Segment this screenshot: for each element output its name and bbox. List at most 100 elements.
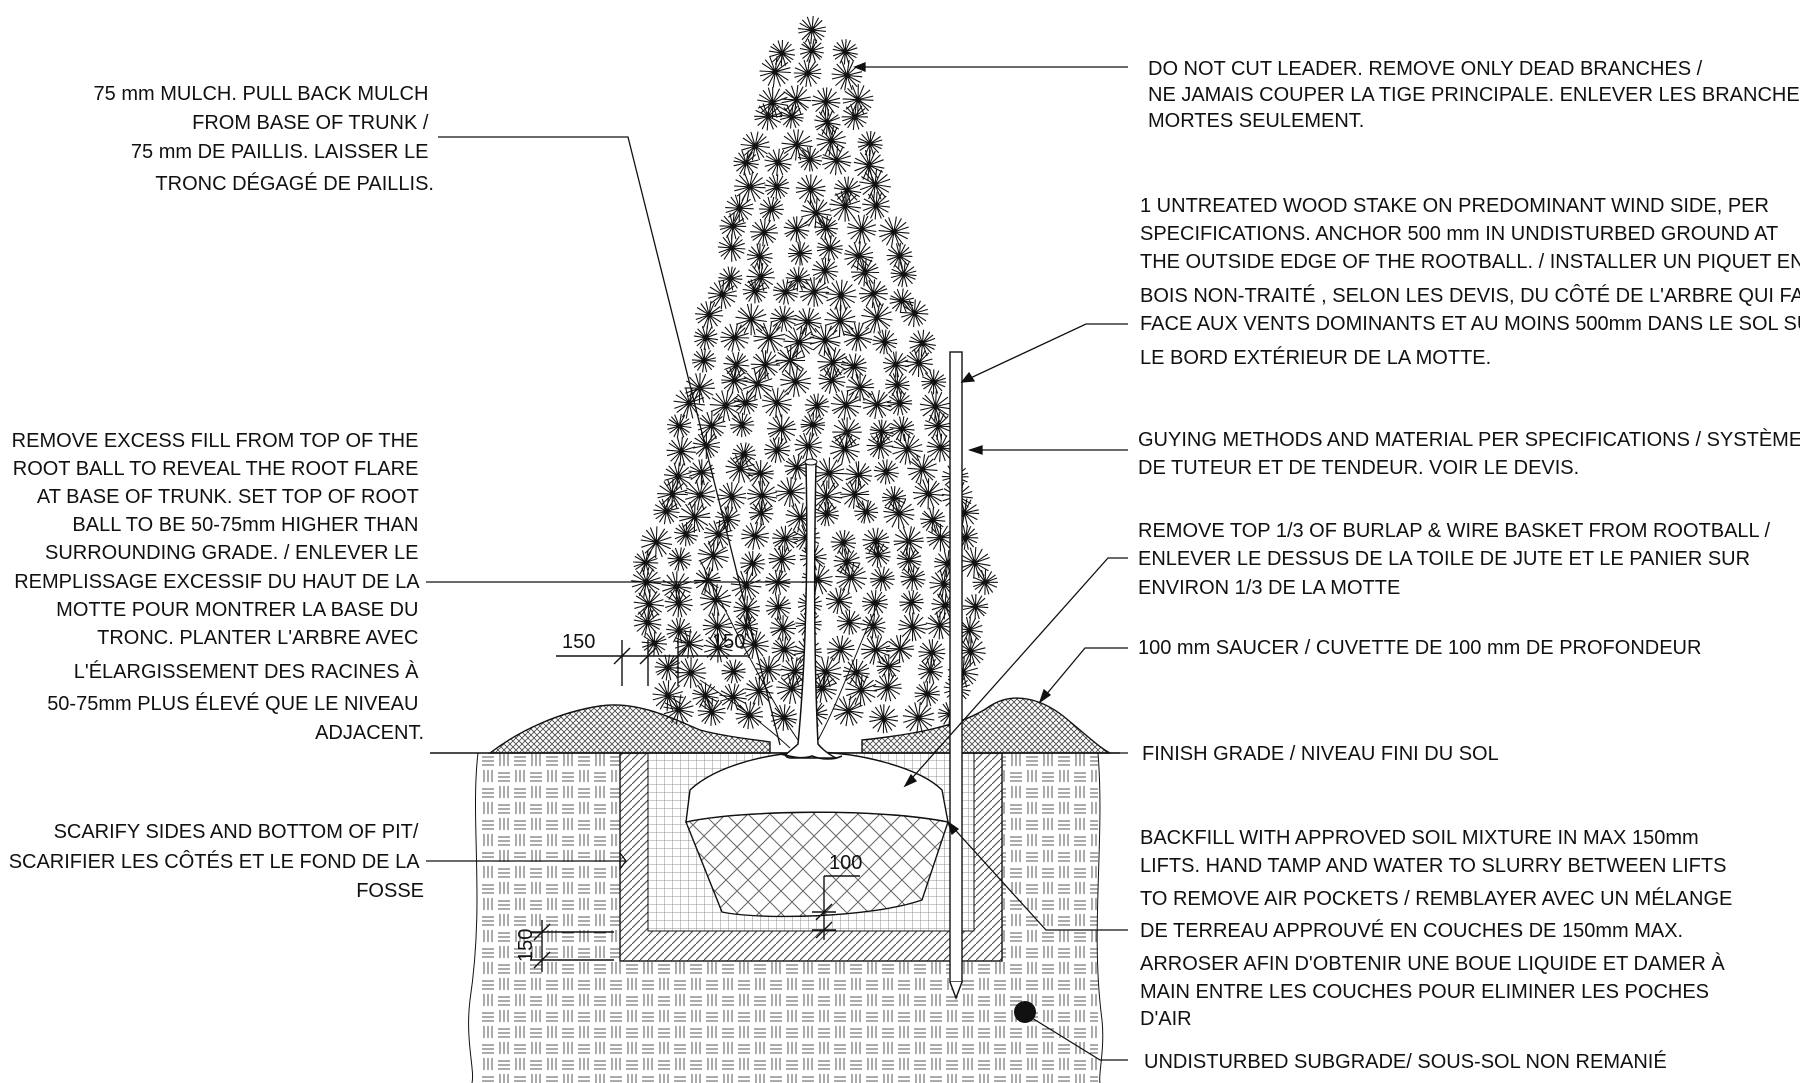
foliage-mark	[684, 372, 715, 404]
foliage-mark	[830, 529, 857, 556]
foliage-mark	[770, 305, 797, 332]
foliage-mark	[842, 658, 870, 686]
foliage-mark	[780, 366, 811, 398]
foliage-mark	[733, 150, 759, 176]
foliage-mark	[818, 366, 846, 394]
foliage-mark	[800, 412, 826, 438]
foliage-mark	[861, 613, 886, 639]
foliage-mark	[899, 590, 924, 615]
foliage-mark	[956, 616, 983, 644]
foliage-mark	[861, 302, 893, 334]
foliage-mark	[832, 39, 858, 65]
foliage-mark	[725, 193, 754, 223]
foliage-mark	[753, 321, 786, 354]
foliage-mark	[889, 288, 915, 314]
foliage-mark	[725, 453, 755, 484]
foliage-mark	[759, 56, 791, 88]
foliage-mark	[720, 323, 750, 352]
root-flare	[779, 753, 843, 760]
foliage-mark	[824, 305, 856, 337]
rootball-top	[685, 751, 949, 823]
foliage-mark	[889, 416, 915, 442]
foliage-mark	[843, 322, 873, 352]
foliage-mark	[801, 564, 833, 595]
foliage-mark	[865, 542, 891, 568]
note-guying: GUYING METHODS AND MATERIAL PER SPECIFIC…	[1138, 428, 1800, 479]
foliage-mark	[684, 479, 716, 511]
foliage-mark	[702, 611, 733, 642]
note-finish-grade: FINISH GRADE / NIVEAU FINI DU SOL	[1142, 743, 1499, 765]
foliage-mark	[862, 589, 888, 616]
tree-canopy	[631, 16, 998, 734]
foliage-mark	[653, 498, 680, 525]
foliage-mark	[783, 326, 815, 358]
foliage-mark	[697, 411, 726, 440]
foliage-mark	[829, 433, 860, 465]
saucer-berm-left	[487, 704, 771, 754]
foliage-mark	[925, 611, 954, 640]
foliage-mark	[747, 460, 774, 487]
foliage-mark	[735, 303, 767, 336]
foliage-mark	[835, 561, 867, 594]
branch-left	[699, 559, 799, 741]
foliage-mark	[900, 565, 926, 591]
foliage-mark	[907, 454, 938, 485]
foliage-mark	[757, 86, 789, 119]
foliage-mark	[723, 351, 750, 378]
foliage-mark	[844, 241, 874, 271]
subgrade-edge-left	[468, 752, 479, 1083]
foliage-mark	[912, 478, 944, 510]
foliage-mark	[804, 393, 830, 419]
foliage-mark	[799, 277, 830, 307]
foliage-mark	[715, 506, 741, 532]
foliage-mark	[704, 519, 733, 549]
foliage-mark	[692, 682, 719, 709]
foliage-mark	[891, 433, 923, 465]
foliage-mark	[652, 680, 684, 712]
foliage-mark	[666, 617, 692, 644]
foliage-mark	[885, 634, 915, 663]
foliage-mark	[842, 84, 874, 116]
foliage-mark	[814, 501, 839, 527]
foliage-mark	[947, 656, 979, 688]
note-burlap: REMOVE TOP 1/3 OF BURLAP & WIRE BASKET F…	[1138, 520, 1776, 599]
foliage-mark	[772, 279, 799, 305]
foliage-mark	[765, 594, 792, 620]
branch-right	[817, 599, 881, 741]
foliage-mark	[924, 412, 953, 440]
foliage-mark	[717, 234, 746, 262]
foliage-mark	[640, 526, 673, 559]
foliage-mark	[663, 694, 694, 725]
foliage-mark	[795, 174, 826, 205]
foliage-mark	[846, 373, 875, 402]
foliage-mark	[718, 266, 743, 291]
foliage-mark	[721, 659, 746, 684]
foliage-mark	[886, 242, 913, 269]
foliage-mark	[850, 258, 880, 287]
foliage-mark	[919, 390, 952, 423]
foliage-mark	[657, 478, 688, 510]
foliage-mark	[775, 476, 806, 508]
foliage-mark	[750, 218, 778, 247]
foliage-mark	[740, 550, 766, 577]
foliage-mark	[779, 104, 804, 129]
foliage-mark	[931, 591, 959, 620]
saucer-berm-right	[861, 697, 1111, 754]
foliage-mark	[872, 329, 898, 355]
leader-lines	[426, 62, 1128, 1061]
wood-stake	[949, 351, 963, 983]
foliage-mark	[847, 214, 877, 244]
note-leader: DO NOT CUT LEADER. REMOVE ONLY DEAD BRAN…	[1148, 58, 1800, 132]
foliage-mark	[633, 608, 662, 637]
foliage-mark	[831, 60, 863, 91]
foliage-mark	[776, 673, 808, 705]
foliage-mark	[833, 548, 861, 576]
foliage-mark	[873, 459, 899, 485]
foliage-mark	[746, 243, 773, 270]
foliage-mark	[769, 615, 797, 642]
foliage-mark	[742, 368, 773, 400]
foliage-mark	[798, 16, 826, 44]
foliage-mark	[741, 522, 770, 550]
foliage-mark	[664, 589, 693, 618]
